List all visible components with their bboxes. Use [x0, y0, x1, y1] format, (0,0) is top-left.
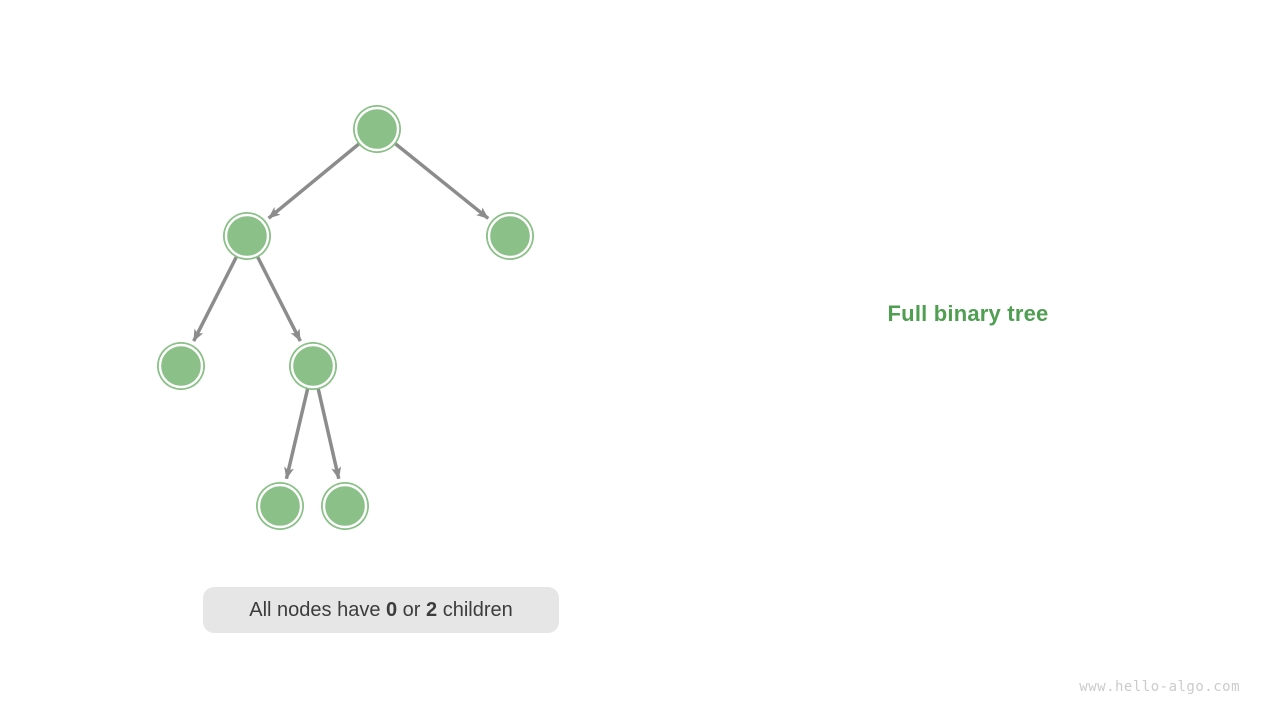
tree-edges [192, 141, 490, 480]
tree-node [256, 482, 304, 530]
caption-bold-two: 2 [426, 598, 438, 621]
tree-node [353, 105, 401, 153]
tree-edge [284, 387, 310, 480]
caption-bold-zero: 0 [386, 598, 398, 621]
tree-node [289, 342, 337, 390]
watermark: www.hello-algo.com [1079, 679, 1240, 695]
tree-edge [192, 254, 239, 342]
tree-edge [393, 141, 490, 220]
tree-node [223, 212, 271, 260]
caption-text: All nodes have [249, 598, 386, 621]
tree-edge [267, 141, 362, 220]
caption-text: or [397, 598, 427, 621]
tree-nodes [157, 105, 534, 530]
tree-node [321, 482, 369, 530]
tree-edge [316, 387, 342, 480]
tree-node [486, 212, 534, 260]
caption-box: All nodes have 0 or 2 children [203, 587, 559, 633]
caption-text: children [437, 598, 513, 621]
diagram-title: Full binary tree [887, 301, 1049, 326]
tree-node [157, 342, 205, 390]
tree-edge [255, 254, 302, 342]
